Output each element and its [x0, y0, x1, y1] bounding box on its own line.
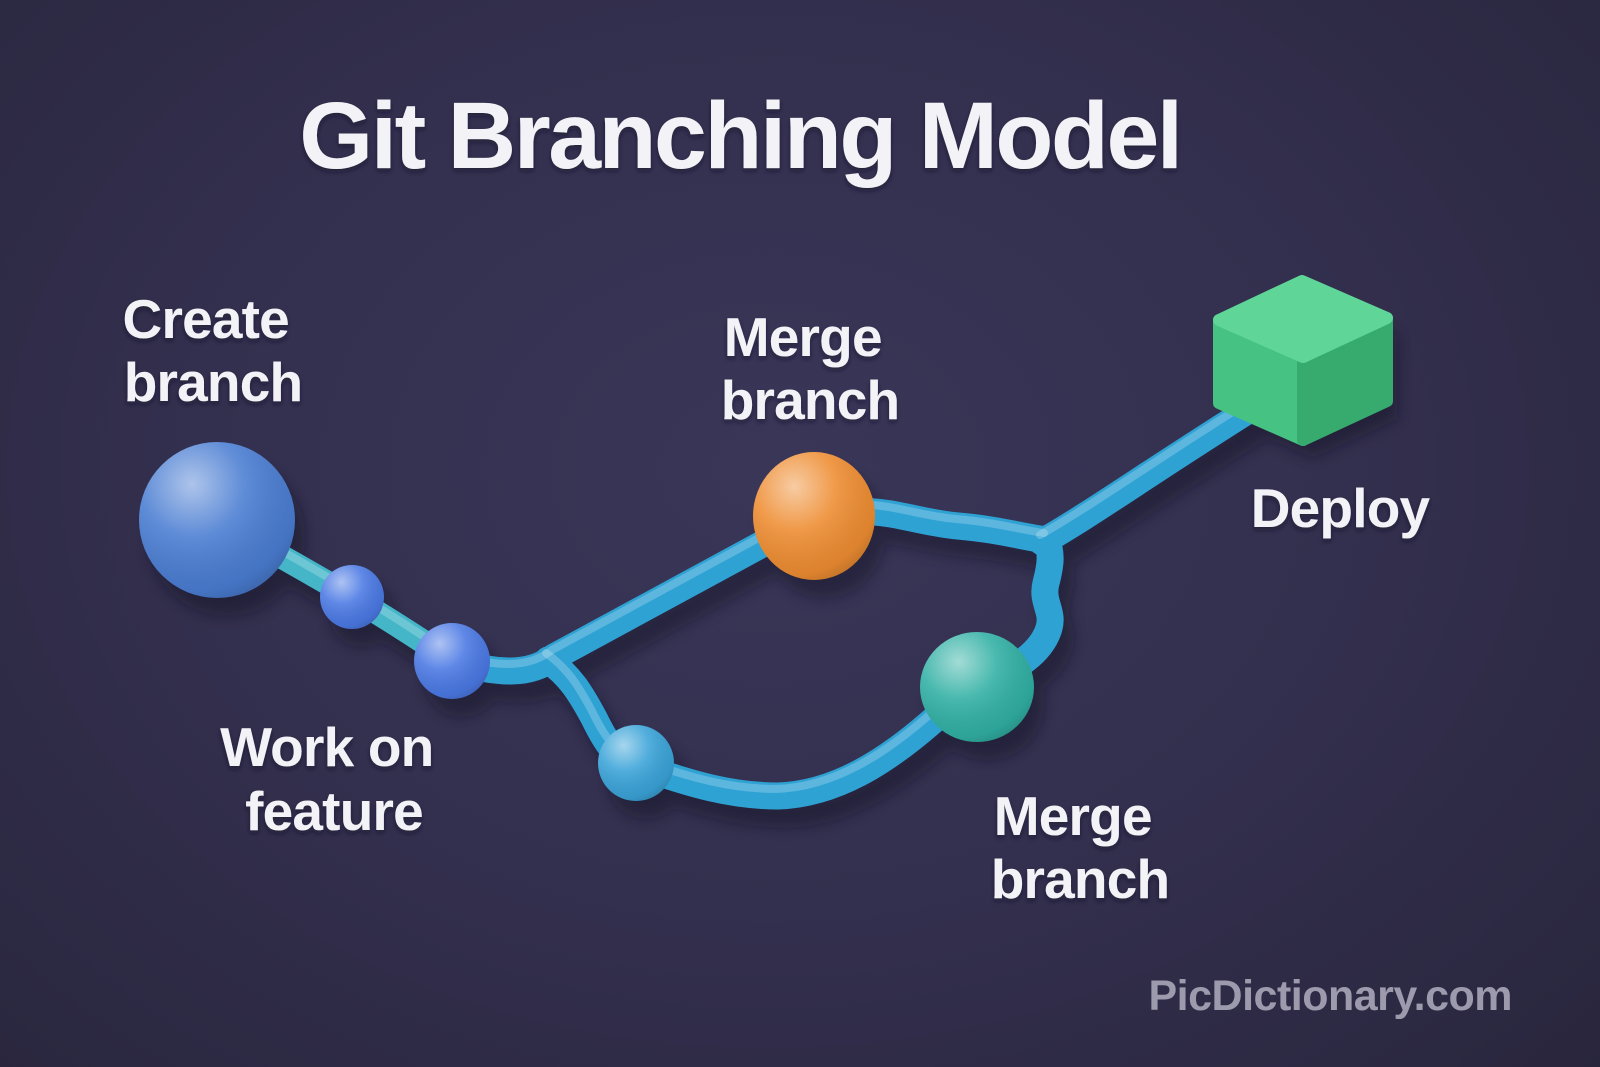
- label-line: feature: [245, 780, 423, 842]
- watermark: PicDictionary.com: [1149, 972, 1513, 1020]
- merge-branch-bottom-node: [920, 632, 1034, 742]
- create-branch-node: [139, 442, 295, 598]
- pipe-highlight: [1036, 397, 1254, 539]
- label-create-branch: Create branch: [123, 288, 304, 413]
- nodes: [139, 275, 1393, 801]
- label-line: Merge: [994, 785, 1152, 847]
- sphere-shading: [139, 442, 295, 598]
- feature-commit-2: [414, 623, 490, 699]
- sphere-shading: [753, 452, 875, 580]
- shadow-shape: [1038, 412, 1276, 574]
- pipe-feature-loop: [534, 646, 991, 810]
- pipe-highlight: [542, 649, 979, 794]
- label-line: branch: [991, 848, 1170, 910]
- label-merge-branch-bottom: Merge branch: [991, 785, 1170, 910]
- work-on-feature-node: [598, 725, 674, 801]
- feature-commit-1: [320, 565, 384, 629]
- pipe-to-deploy: [1028, 394, 1266, 556]
- label-line: Merge: [724, 306, 882, 368]
- label-merge-branch-top: Merge branch: [721, 306, 900, 431]
- label-line: Work on: [220, 716, 433, 778]
- merge-branch-top-node: [753, 452, 875, 580]
- deploy-node: [1213, 275, 1393, 446]
- sphere-shading: [414, 623, 490, 699]
- sphere-shading: [320, 565, 384, 629]
- page-title: Git Branching Model: [299, 83, 1180, 189]
- label-line: branch: [124, 351, 303, 413]
- label-line: Create: [123, 288, 289, 350]
- sphere-shading: [920, 632, 1034, 742]
- labels: Git Branching Model Create branch Merge …: [123, 83, 1432, 910]
- label-work-on-feature: Work on feature: [220, 716, 448, 842]
- sphere-shading: [598, 725, 674, 801]
- cube-top-face: [1213, 275, 1393, 363]
- label-line: branch: [721, 369, 900, 431]
- label-deploy: Deploy: [1251, 477, 1431, 539]
